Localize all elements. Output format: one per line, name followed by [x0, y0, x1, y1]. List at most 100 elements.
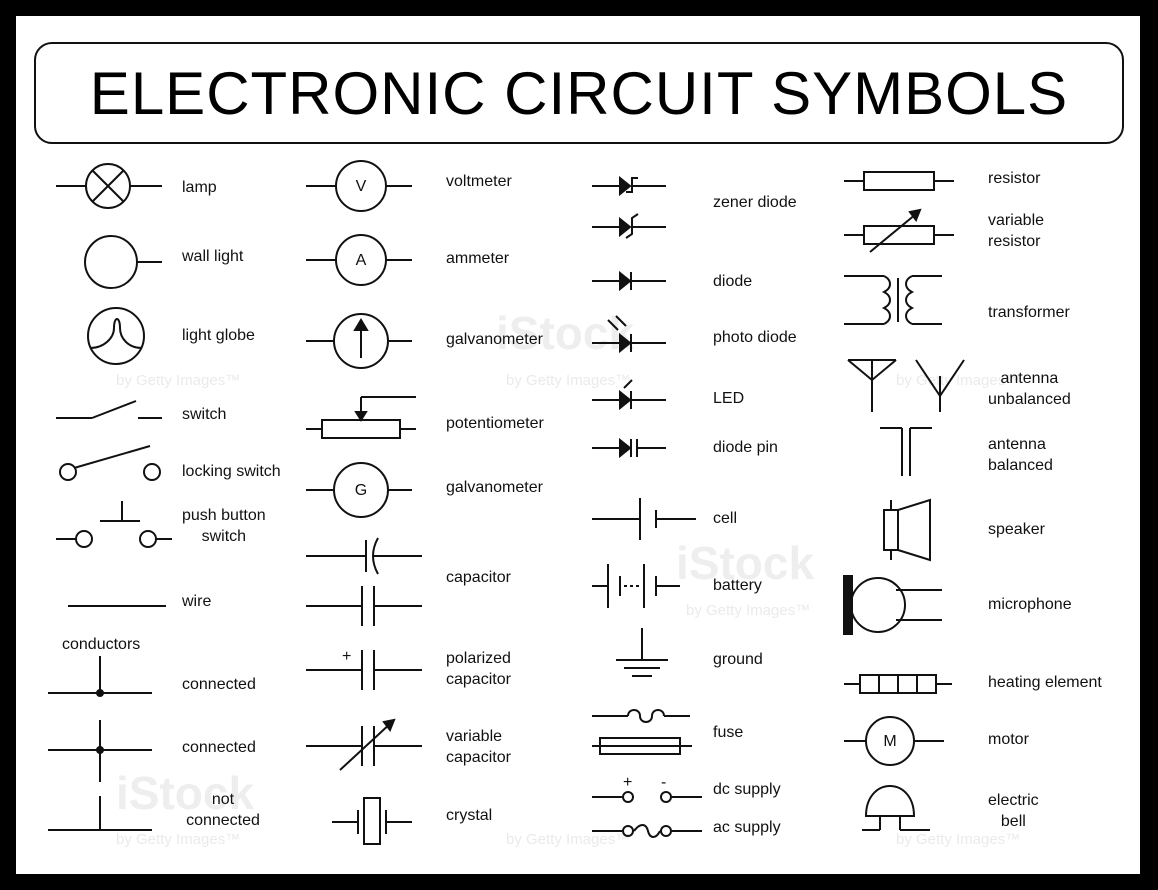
battery-symbol: [592, 564, 680, 608]
label-resistor: resistor: [988, 170, 1041, 187]
label-antenna-bal-line1: antenna: [988, 436, 1046, 453]
label-transformer: transformer: [988, 304, 1070, 321]
watermark: iStock: [116, 767, 255, 819]
label-dc-supply: dc supply: [713, 781, 781, 798]
watermark-sub: by Getty Images™: [116, 372, 241, 389]
lamp-symbol: [56, 163, 162, 209]
diagram-canvas: iStock by Getty Images™ by Getty Images™…: [16, 16, 1140, 874]
label-voltmeter: voltmeter: [446, 173, 512, 190]
watermark-sub: by Getty Images™: [506, 372, 631, 389]
label-ground: ground: [713, 651, 763, 668]
galvanometer-symbol-1: [306, 313, 412, 369]
label-wall-light: wall light: [182, 248, 244, 265]
label-polarized-capacitor: polarized capacitor: [446, 648, 511, 690]
zener-diode-symbol: [592, 175, 666, 239]
label-connected-2: connected: [182, 739, 256, 756]
voltmeter-symbol: [306, 160, 412, 212]
potentiometer-symbol: [306, 396, 416, 439]
light-globe-symbol: [87, 307, 145, 365]
heating-element-symbol: [844, 674, 952, 694]
voltmeter-mark: V: [355, 178, 367, 195]
label-variable-resistor: variable resistor: [988, 210, 1044, 252]
label-antenna-unb-line1: antenna: [1000, 370, 1059, 387]
label-push-button-line2: switch: [201, 528, 247, 545]
label-diode-pin: diode pin: [713, 439, 778, 456]
label-crystal: crystal: [446, 807, 493, 824]
capacitor-symbol: [306, 537, 422, 626]
label-variable-cap-line1: variable: [446, 728, 503, 745]
variable-resistor-symbol: [844, 208, 954, 253]
label-wire: wire: [182, 593, 212, 610]
label-diode: diode: [713, 273, 753, 290]
label-locking-switch: locking switch: [182, 463, 281, 480]
galvanometer-symbol-2: [306, 462, 412, 518]
label-electric-bell: electric bell: [988, 790, 1039, 832]
label-heating-element: heating element: [988, 674, 1102, 691]
label-battery: battery: [713, 577, 762, 594]
motor-symbol: [844, 716, 944, 766]
symbols-layer: [48, 160, 965, 845]
label-galvanometer-1: galvanometer: [446, 331, 543, 348]
label-cell: cell: [713, 510, 738, 527]
photo-diode-symbol: [592, 315, 666, 354]
ground-symbol: [616, 628, 668, 677]
transformer-symbol: [844, 275, 942, 325]
label-polarized-line2: capacitor: [446, 671, 511, 688]
label-fuse: fuse: [713, 724, 744, 741]
label-ammeter: ammeter: [446, 250, 510, 267]
label-antenna-unb-line2: unbalanced: [988, 391, 1071, 408]
label-zener-diode: zener diode: [713, 194, 797, 211]
not-connected-symbol: [48, 796, 152, 831]
label-led: LED: [713, 390, 745, 407]
label-connected-1: connected: [182, 676, 256, 693]
watermark: iStock: [676, 537, 815, 589]
variable-capacitor-symbol: [306, 718, 422, 771]
label-conductors: conductors: [62, 636, 141, 653]
watermark: iStock: [496, 307, 635, 359]
label-not-connected-line2: connected: [186, 812, 260, 829]
dc-plus-mark: +: [623, 774, 633, 791]
watermark-sub: by Getty Images™: [686, 602, 811, 619]
label-variable-res-line2: resistor: [988, 233, 1041, 250]
antenna-unbalanced-symbol: [847, 359, 965, 412]
label-microphone: microphone: [988, 596, 1072, 613]
ammeter-mark: A: [355, 252, 367, 269]
led-symbol: [592, 379, 666, 411]
galvanometer-mark: G: [354, 482, 368, 499]
page-title: ELECTRONIC CIRCUIT SYMBOLS: [89, 60, 1069, 127]
antenna-balanced-symbol: [880, 427, 932, 476]
label-potentiometer: potentiometer: [446, 415, 544, 432]
polarized-capacitor-symbol: [306, 650, 422, 690]
label-polarized-line1: polarized: [446, 650, 511, 667]
label-electric-bell-line1: electric: [988, 792, 1039, 809]
diode-symbol: [592, 270, 666, 292]
label-not-connected: not connected: [182, 789, 264, 831]
wall-light-symbol: [84, 235, 162, 289]
diode-pin-symbol: [592, 437, 666, 459]
dc-supply-symbol: [592, 791, 702, 803]
crystal-symbol: [332, 797, 412, 845]
connected-symbol-1: [48, 656, 152, 697]
resistor-symbol: [844, 171, 954, 191]
label-variable-capacitor: variable capacitor: [446, 726, 511, 768]
electric-bell-symbol: [862, 785, 930, 831]
label-variable-cap-line2: capacitor: [446, 749, 511, 766]
locking-switch-symbol: [59, 445, 161, 481]
label-ac-supply: ac supply: [713, 819, 781, 836]
fuse-symbol: [592, 709, 692, 755]
label-not-connected-line1: not: [211, 791, 235, 808]
connected-symbol-2: [48, 720, 152, 782]
label-photo-diode: photo diode: [713, 329, 797, 346]
label-capacitor: capacitor: [446, 569, 511, 586]
speaker-symbol: [883, 498, 931, 562]
watermark-sub: by Getty Images™: [896, 831, 1021, 848]
label-light-globe: light globe: [182, 327, 255, 344]
dc-minus-mark: -: [661, 774, 667, 791]
microphone-symbol: [843, 575, 942, 635]
label-motor: motor: [988, 731, 1029, 748]
label-push-button-line1: push button: [182, 507, 266, 524]
switch-symbol: [56, 400, 162, 419]
cell-symbol: [592, 498, 696, 540]
label-electric-bell-line2: bell: [1000, 813, 1026, 830]
label-antenna-unbalanced: antenna unbalanced: [988, 368, 1071, 410]
